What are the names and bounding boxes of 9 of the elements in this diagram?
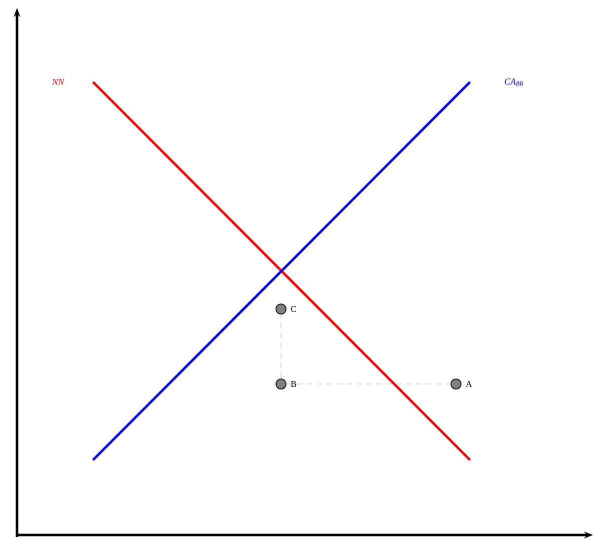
curve-label: NN [52,79,64,85]
point-marker [276,304,286,314]
curve-label: CA$_{BB}$ [504,78,524,86]
point-label: B [290,381,296,387]
point-label: C [290,306,296,312]
point-marker [276,378,286,390]
point-marker [450,378,462,390]
dashed-line [280,314,282,379]
point-label: A [466,381,472,387]
